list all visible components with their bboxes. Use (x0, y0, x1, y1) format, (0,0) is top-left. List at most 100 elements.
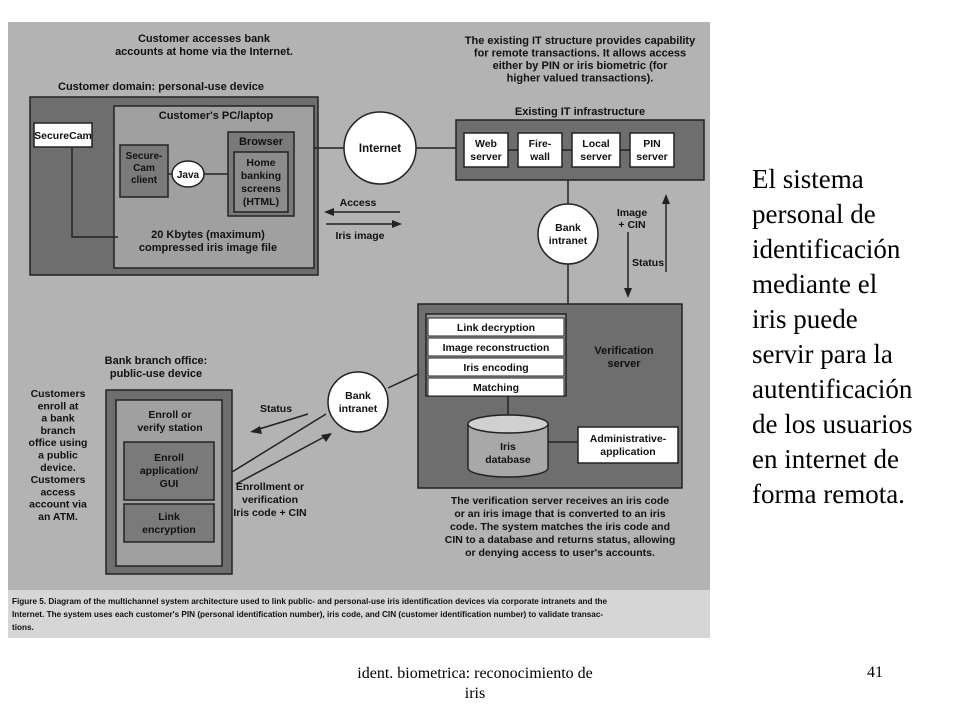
enroll-app-box (123, 441, 215, 501)
securecam-line (71, 147, 118, 238)
footer-title-line-1: ident. biometrica: reconocimiento de (357, 665, 593, 682)
verification-server-label: Verification (594, 345, 654, 357)
slide-text-line: personal de (752, 199, 876, 229)
branch-intranet-line (231, 413, 327, 473)
access-label: Access (340, 197, 377, 209)
verification-server-note: code. The system matches the iris code a… (450, 521, 670, 533)
bank-intranet-upper-circle (537, 203, 599, 265)
image-cin-label: Image (617, 207, 648, 219)
verification-server-note: The verification server receives an iris… (451, 495, 669, 507)
customers-enroll-note: a bank (41, 413, 74, 425)
page-number: 41 (867, 664, 883, 681)
slide-text-line: iris puede (752, 304, 858, 334)
securecam-box (33, 122, 93, 148)
slide-text-line: servir para la (752, 339, 893, 369)
status-upper-arrowhead (662, 194, 670, 204)
enroll-station-label: verify station (137, 422, 202, 434)
customer-access-note: Customer accesses bank (138, 33, 271, 45)
internet-label: Internet (359, 143, 401, 155)
link-encryption-label: Link (158, 511, 180, 523)
customers-enroll-note: an ATM. (38, 511, 78, 523)
it-server-label: wall (529, 151, 550, 163)
iris-database-label: Iris (500, 441, 516, 453)
bank-intranet-label: Bank (555, 222, 581, 234)
link-encryption-label: encryption (142, 524, 196, 536)
status-label-upper: Status (632, 257, 664, 269)
admin-app-label: application (600, 446, 655, 458)
iris-database-label: database (485, 454, 531, 466)
compressed-image-note: compressed iris image file (139, 242, 277, 254)
status-lower-arrowhead (250, 426, 262, 434)
existing-it-title: Existing IT infrastructure (515, 106, 645, 118)
branch-office-title: Bank branch office: (105, 355, 208, 367)
securecam-client-label: Cam (133, 163, 155, 174)
customers-enroll-note: office using (29, 437, 88, 449)
securecam-client-box (119, 144, 169, 198)
figure-caption: Internet. The system uses each customer'… (12, 610, 603, 619)
intranet-verification-line (387, 373, 419, 389)
pin-server-box (629, 132, 675, 168)
it-server-label: server (470, 151, 502, 163)
slide-text-line: identificación (752, 234, 901, 264)
it-server-label: server (580, 151, 612, 163)
bank-intranet-label: intranet (549, 235, 588, 247)
slide-text-line: en internet de (752, 444, 899, 474)
bank-intranet-label: intranet (339, 403, 378, 415)
step-matching (427, 377, 565, 397)
home-banking-label: (HTML) (243, 196, 279, 208)
firewall-box (517, 132, 563, 168)
home-banking-label: Home (246, 157, 275, 169)
admin-app-label: Administrative- (590, 433, 667, 445)
customer-pc-label: Customer's PC/laptop (159, 110, 274, 122)
iris-image-label: Iris image (335, 230, 384, 242)
customers-enroll-note: enroll at (38, 400, 79, 412)
access-arrowhead (324, 208, 334, 216)
step-image-reconstruction (427, 337, 565, 357)
enroll-app-label: application/ (140, 465, 198, 477)
web-server-box (463, 132, 509, 168)
internet-circle (343, 111, 417, 185)
it-server-label: server (636, 151, 668, 163)
enrollment-note: Iris code + CIN (233, 507, 306, 519)
enrollment-arrowhead (321, 433, 332, 442)
iris-database-cylinder (467, 424, 549, 478)
status-label-lower: Status (260, 403, 292, 415)
existing-it-note: either by PIN or iris biometric (for (493, 60, 669, 72)
verification-step-label: Image reconstruction (443, 342, 550, 354)
home-banking-label: banking (241, 170, 281, 182)
compressed-image-note: 20 Kbytes (maximum) (151, 229, 265, 241)
existing-it-note: The existing IT structure provides capab… (465, 35, 696, 47)
figure-caption: Figure 5. Diagram of the multichannel sy… (12, 597, 608, 606)
figure-caption: tions. (12, 623, 34, 632)
home-banking-label: screens (241, 183, 281, 195)
browser-label: Browser (239, 136, 284, 148)
customers-enroll-note: branch (40, 425, 75, 437)
enroll-app-label: Enroll (154, 452, 184, 464)
slide-text-line: autentificación (752, 374, 913, 404)
customers-enroll-note: account via (29, 499, 87, 511)
footer-title: ident. biometrica: reconocimiento de iri… (305, 664, 645, 704)
securecam-client-label: Secure- (126, 151, 163, 162)
existing-it-note: higher valued transactions). (507, 73, 654, 85)
verification-step-label: Matching (473, 382, 519, 394)
verification-step-label: Iris encoding (463, 362, 528, 374)
verification-server-note: CIN to a database and returns status, al… (445, 534, 675, 546)
customers-enroll-note: Customers (31, 474, 86, 486)
verification-server-note: or an iris image that is converted to an… (454, 508, 665, 520)
link-encryption-box (123, 503, 215, 543)
enrollment-note: Enrollment or (236, 481, 304, 493)
customers-enroll-note: a public (38, 450, 78, 462)
image-cin-label: + CIN (618, 219, 645, 231)
enrollment-note: verification (242, 494, 298, 506)
it-server-label: Local (582, 138, 610, 150)
it-server-label: PIN (643, 138, 661, 150)
securecam-client-label: client (131, 175, 158, 186)
caption-background (8, 590, 710, 638)
home-banking-box (233, 151, 289, 213)
bank-intranet-label: Bank (345, 390, 371, 402)
customers-enroll-note: device. (40, 462, 76, 474)
image-cin-arrowhead (624, 288, 632, 298)
